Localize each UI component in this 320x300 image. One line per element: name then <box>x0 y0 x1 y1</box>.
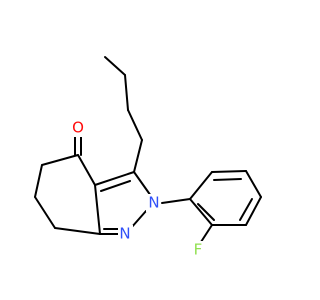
phenyl-bond-1 <box>189 171 213 200</box>
c5-c6-bond <box>34 164 43 198</box>
butyl-bond-4 <box>133 139 143 173</box>
molecule-drawing: O N N F <box>34 56 262 259</box>
c4-c5-bond <box>41 154 79 166</box>
c6-c7-bond <box>34 196 56 229</box>
phenyl-bond-6 <box>189 198 213 226</box>
n2-n1-bond <box>130 210 147 229</box>
n2-label-background <box>146 194 161 212</box>
fluorine-label-background <box>191 241 205 259</box>
c3a-c3-double-bond-outer <box>94 171 135 186</box>
butyl-bond-2 <box>124 74 129 111</box>
butyl-bond-1 <box>104 56 126 76</box>
structure-canvas: O N N F <box>34 56 262 259</box>
n1-label-background <box>118 225 133 243</box>
n2-atom-label: N <box>148 194 159 212</box>
phenyl-bond-2 <box>211 170 247 173</box>
n2-aryl-bond <box>161 198 191 204</box>
c7-c7a-bond <box>54 227 101 235</box>
fluorine-atom-label: F <box>194 241 203 259</box>
c3a-c4-bond <box>77 154 96 186</box>
c7a-c3a-bond <box>94 184 101 235</box>
phenyl-inner-bond-3 <box>197 203 215 221</box>
phenyl-bond-3 <box>245 170 262 198</box>
oxygen-atom-label: O <box>72 119 84 137</box>
c3-n2-bond <box>133 171 152 197</box>
phenyl-inner-bond-1 <box>213 178 242 181</box>
phenyl-inner-bond-2 <box>239 198 253 221</box>
butyl-bond-3 <box>127 109 143 141</box>
oxygen-label-background <box>71 119 86 137</box>
n1-atom-label: N <box>119 225 130 243</box>
phenyl-bond-4 <box>245 196 262 226</box>
c3a-c3-double-bond-inner <box>100 180 131 192</box>
